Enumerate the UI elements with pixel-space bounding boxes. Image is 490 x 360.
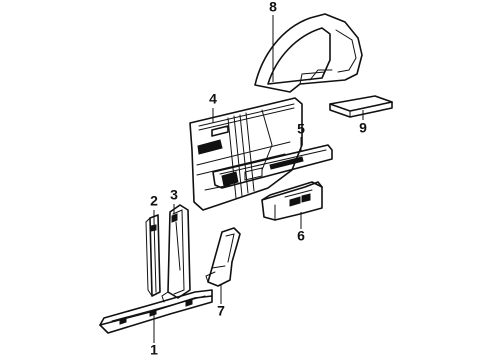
part-8-quarter-trim-panel	[254, 13, 363, 93]
part-5-armrest	[212, 144, 333, 189]
callout-5: 5	[297, 121, 305, 137]
part-7-lower-bracket	[205, 227, 241, 287]
callout-3: 3	[170, 187, 178, 203]
part-9-trim-strip	[329, 95, 393, 118]
callout-1: 1	[150, 342, 158, 358]
callout-labels: 1 2 3 4 5 6 7 8 9	[150, 0, 367, 358]
part-2-pillar-trim	[145, 214, 161, 297]
part-3-center-pillar	[161, 204, 191, 303]
callout-6: 6	[297, 228, 305, 244]
callout-9: 9	[359, 120, 367, 136]
part-1-sill	[99, 289, 213, 334]
leader-lines	[153, 15, 364, 343]
callout-2: 2	[150, 193, 158, 209]
callout-4: 4	[209, 91, 217, 107]
part-6-storage-bin	[261, 181, 323, 221]
callout-7: 7	[217, 303, 225, 319]
callout-8: 8	[269, 0, 277, 15]
